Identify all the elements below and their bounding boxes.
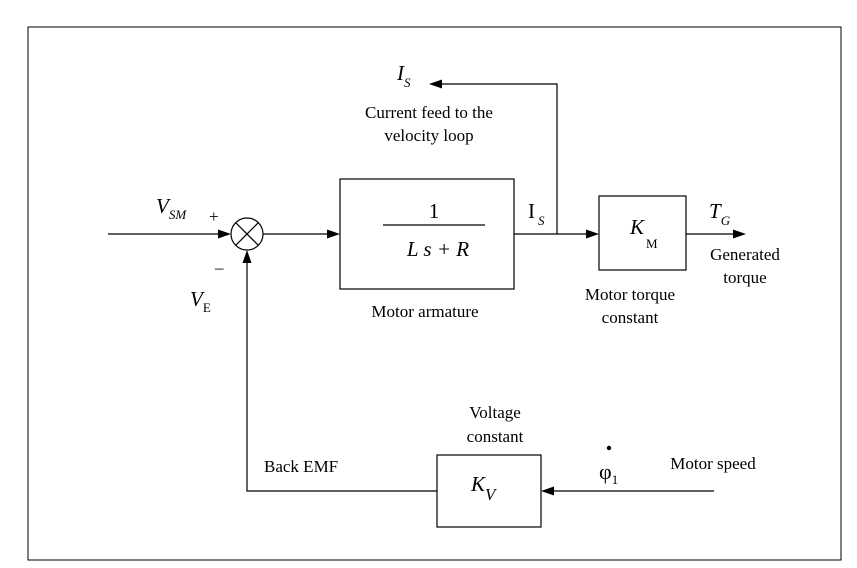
current-feed-line [440, 83, 558, 234]
back-emf-line [246, 260, 437, 492]
armature-block [339, 178, 515, 290]
output-arrow [733, 229, 746, 239]
back-emf-arrow [242, 250, 252, 263]
summing-junction [230, 217, 264, 251]
kv-symbol: KV [470, 472, 498, 504]
voltage-constant-label-2: constant [467, 427, 524, 446]
phi-label: φ1 [599, 459, 618, 487]
voltage-constant-label-1: Voltage [469, 403, 521, 422]
ve-label: VE [190, 287, 211, 315]
input-arrow [218, 229, 231, 239]
km-symbol: KM [629, 215, 658, 251]
is-top-label: IS [396, 61, 411, 90]
armature-numerator: 1 [429, 199, 440, 223]
motor-speed-label: Motor speed [670, 454, 756, 473]
armature-denominator: L s + R [406, 237, 469, 261]
torque-constant-block [598, 195, 687, 271]
km-input-arrow [586, 229, 599, 239]
phi-dot [606, 445, 612, 451]
back-emf-label: Back EMF [264, 457, 338, 476]
current-feed-label-1: Current feed to the [365, 103, 493, 122]
generated-torque-label-2: torque [723, 268, 766, 287]
generated-torque-label-1: Generated [710, 245, 780, 264]
armature-label: Motor armature [371, 302, 478, 321]
armature-input-arrow [327, 229, 340, 239]
torque-constant-label-1: Motor torque [585, 285, 675, 304]
diagram-frame [27, 26, 842, 561]
current-feed-arrow [429, 79, 442, 89]
tg-label: TG [709, 199, 731, 228]
torque-constant-label-2: constant [602, 308, 659, 327]
plus-sign: + [209, 207, 219, 226]
vsm-label: VSM [156, 194, 187, 222]
current-feed-label-2: velocity loop [384, 126, 473, 145]
minus-sign: – [214, 258, 224, 277]
kv-input-arrow [541, 486, 554, 496]
